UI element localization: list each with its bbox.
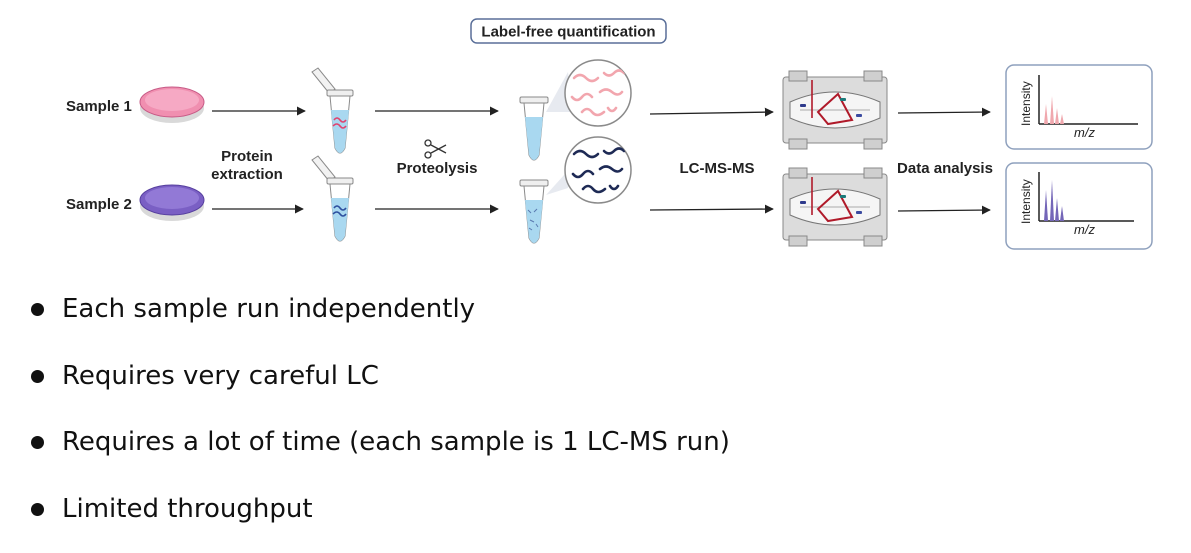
tube-protein-1-icon — [311, 67, 354, 154]
step-extraction-label-2: extraction — [211, 166, 283, 183]
mass-spectrometer-1-icon — [782, 70, 888, 150]
scissors-icon — [424, 139, 447, 159]
spectrum-2-ylabel: Intensity — [1019, 179, 1033, 224]
method-title: Label-free quantification — [481, 24, 655, 41]
tube-peptides-2-icon — [519, 179, 549, 244]
method-title-box: Label-free quantification — [470, 18, 667, 44]
mass-spectrometer-2-icon — [782, 167, 888, 247]
bullet-dot-icon — [31, 369, 44, 383]
spectrum-plot-1: Intensity m/z — [1005, 64, 1153, 150]
bullet-text: Each sample run independently — [62, 294, 476, 324]
sample-1-label: Sample 1 — [66, 98, 132, 115]
tube-protein-2-icon — [311, 155, 354, 242]
arrow-proteolysis-lcms-2 — [649, 204, 774, 214]
bullet-dot-icon — [31, 303, 44, 316]
bullet-dot-icon — [31, 502, 44, 516]
peptide-magnifier-2 — [546, 136, 632, 204]
bullet-dot-icon — [31, 436, 44, 449]
spectrum-1-xlabel: m/z — [1074, 125, 1095, 140]
bullet-text: Requires very careful LC — [62, 360, 379, 391]
arrow-lcms-analysis-2 — [897, 205, 991, 215]
petri-dish-2-icon — [139, 184, 205, 221]
bullet-text: Requires a lot of time (each sample is 1… — [62, 427, 730, 457]
bullet-text: Limited throughput — [62, 493, 313, 524]
tube-peptides-1-icon — [519, 96, 549, 161]
step-lcmsms-label: LC-MS-MS — [680, 160, 755, 177]
label-free-workflow-diagram: Label-free quantification Sample 1 Sampl… — [66, 18, 1153, 250]
step-proteolysis-label: Proteolysis — [397, 160, 478, 177]
arrow-lcms-analysis-1 — [897, 107, 991, 117]
spectrum-2-xlabel: m/z — [1074, 222, 1095, 237]
step-data-analysis-label: Data analysis — [897, 160, 993, 177]
sample-2-label: Sample 2 — [66, 196, 132, 213]
spectrum-plot-2: Intensity m/z — [1005, 162, 1153, 250]
petri-dish-1-icon — [139, 86, 205, 123]
step-extraction-label-1: Protein — [221, 148, 273, 165]
peptide-magnifier-1 — [546, 59, 632, 127]
arrow-proteolysis-lcms-1 — [649, 107, 774, 117]
spectrum-1-ylabel: Intensity — [1019, 81, 1033, 126]
